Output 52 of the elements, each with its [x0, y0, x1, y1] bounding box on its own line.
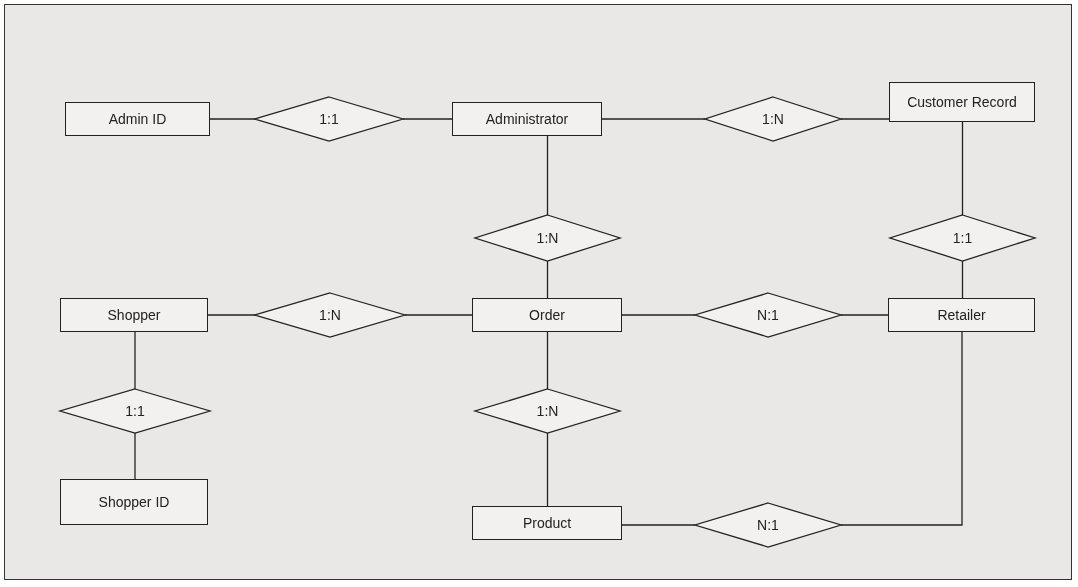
entity-box [452, 102, 602, 136]
entity-name: Shopper [106, 306, 162, 324]
cardinality-label: N:1 [756, 516, 780, 534]
entity-box [888, 298, 1035, 332]
cardinality-label: 1:N [761, 110, 785, 128]
connector-line [840, 314, 889, 316]
connector-line [546, 432, 549, 507]
cardinality-label: N:1 [756, 306, 780, 324]
cardinality-label: 1:1 [124, 402, 146, 420]
cardinality-label: 1:N [318, 306, 342, 324]
entity-name: Administrator [484, 110, 570, 128]
connector-line [134, 432, 136, 480]
cardinality-label: 1:1 [951, 229, 974, 247]
connector-line [961, 121, 964, 216]
entity-name: Shopper ID [97, 493, 171, 511]
connector-line [404, 314, 473, 316]
entity-box [60, 298, 208, 332]
entity-name: Customer Record [906, 93, 1018, 111]
connector-line [601, 118, 706, 120]
relationship-diamond [695, 503, 841, 547]
entity-box [60, 479, 208, 525]
entity-name: Product [521, 514, 573, 532]
relationship-diamond [695, 293, 841, 337]
cardinality-label: 1:1 [318, 110, 340, 128]
connector-line [207, 314, 256, 316]
connector-line [621, 524, 696, 526]
relationship-diamond [255, 293, 405, 337]
connector-line [546, 260, 549, 299]
relationship-diamond [255, 97, 403, 141]
relationship-diamond [890, 215, 1035, 261]
entity-box [65, 102, 210, 136]
entity-name: Order [528, 306, 566, 324]
connector-line [621, 314, 696, 316]
connector-line [840, 118, 890, 120]
entity-box [889, 82, 1035, 122]
connector-line [134, 331, 136, 390]
entity-box [472, 506, 622, 540]
entity-box [472, 298, 622, 332]
connector-line [961, 260, 964, 299]
connector-line [840, 331, 963, 526]
cardinality-label: 1:N [535, 229, 560, 247]
connector-line [402, 118, 453, 120]
connector-line [546, 135, 549, 216]
cardinality-label: 1:N [535, 402, 560, 420]
relationship-diamond [475, 215, 620, 261]
relationship-diamond [60, 389, 210, 433]
connector-line [209, 118, 256, 120]
relationship-diamond [475, 389, 620, 433]
entity-name: Admin ID [107, 110, 168, 128]
relationship-diamond [705, 97, 841, 141]
entity-name: Retailer [936, 306, 987, 324]
connector-line [546, 331, 549, 390]
